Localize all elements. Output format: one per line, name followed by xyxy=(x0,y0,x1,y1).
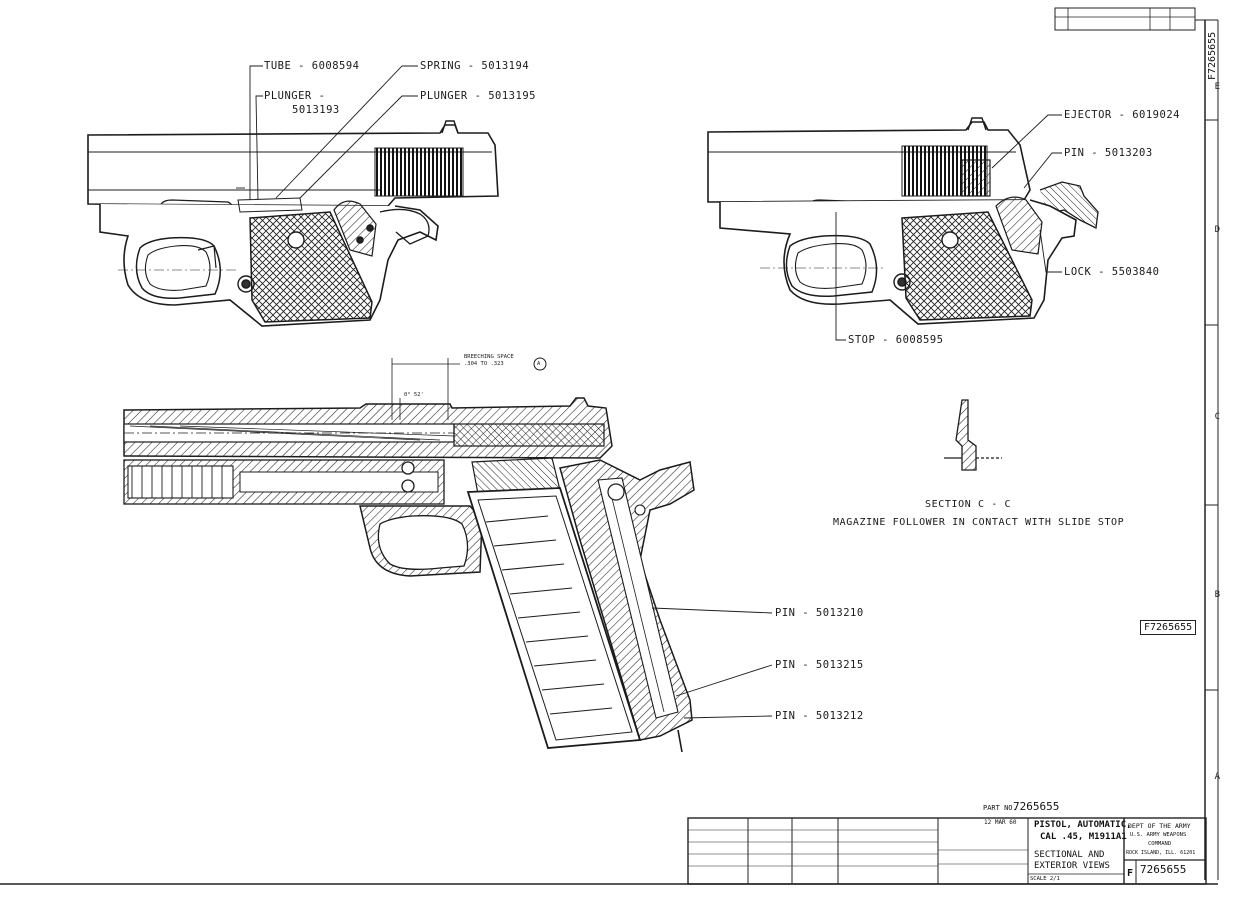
label-spring: SPRING - 5013194 xyxy=(420,60,530,72)
exterior-view-right xyxy=(707,114,1099,341)
title-date: 12 MAR 60 xyxy=(984,819,1017,826)
label-ejector: EJECTOR - 6019024 xyxy=(1064,109,1180,121)
code-letter: F xyxy=(1127,868,1134,879)
label-angle: 0° 52' xyxy=(404,392,424,398)
label-pin-215: PIN - 5013215 xyxy=(775,659,864,671)
section-detail xyxy=(944,399,1002,471)
zone-e: E xyxy=(1214,82,1220,92)
label-plunger-left-num: 5013193 xyxy=(292,104,340,116)
label-plunger-left: PLUNGER - xyxy=(264,90,326,102)
subtitle-line2: EXTERIOR VIEWS xyxy=(1034,861,1110,871)
label-pin-212: PIN - 5013212 xyxy=(775,710,864,722)
label-pin-210: PIN - 5013210 xyxy=(775,607,864,619)
label-breeching-space: BREECHING SPACE xyxy=(464,354,514,360)
drawing-number-vertical: F7265655 xyxy=(1207,31,1218,80)
label-breeching-range: .304 TO .323 xyxy=(464,361,504,367)
title-line2: CAL .45, M1911A1 xyxy=(1040,832,1127,842)
drawing-number-box: F7265655 xyxy=(1140,620,1197,635)
zone-a: A xyxy=(1214,772,1220,782)
label-lock: LOCK - 5503840 xyxy=(1064,266,1160,278)
title-scale: SCALE 2/1 xyxy=(1030,876,1060,882)
dept-line2: U.S. ARMY WEAPONS xyxy=(1130,832,1187,838)
label-pin-203: PIN - 5013203 xyxy=(1064,147,1153,159)
label-stop: STOP - 6008595 xyxy=(848,334,944,346)
dept-line4: ROCK ISLAND, ILL. 61201 xyxy=(1126,850,1196,856)
zone-b: B xyxy=(1214,590,1220,600)
label-plunger-right: PLUNGER - 5013195 xyxy=(420,90,536,102)
section-title: SECTION C - C xyxy=(925,499,1012,510)
title-block-lines xyxy=(687,817,1207,885)
title-line1: PISTOL, AUTOMATIC, xyxy=(1034,820,1132,830)
title-drawing-no: 7265655 xyxy=(1140,863,1187,876)
exterior-view-left xyxy=(87,65,499,327)
section-note: MAGAZINE FOLLOWER IN CONTACT WITH SLIDE … xyxy=(833,517,1125,528)
sectional-view xyxy=(123,357,773,753)
part-no: 7265655 xyxy=(1013,800,1060,813)
dept-line1: DEPT OF THE ARMY xyxy=(1128,822,1191,830)
part-no-label: PART NO. xyxy=(983,804,1017,812)
label-callout-a: A xyxy=(537,361,541,367)
zone-c: C xyxy=(1214,412,1220,422)
dept-line3: COMMAND xyxy=(1148,841,1172,847)
subtitle-line1: SECTIONAL AND xyxy=(1034,850,1105,860)
zone-d: D xyxy=(1214,225,1220,235)
label-tube: TUBE - 6008594 xyxy=(264,60,360,72)
